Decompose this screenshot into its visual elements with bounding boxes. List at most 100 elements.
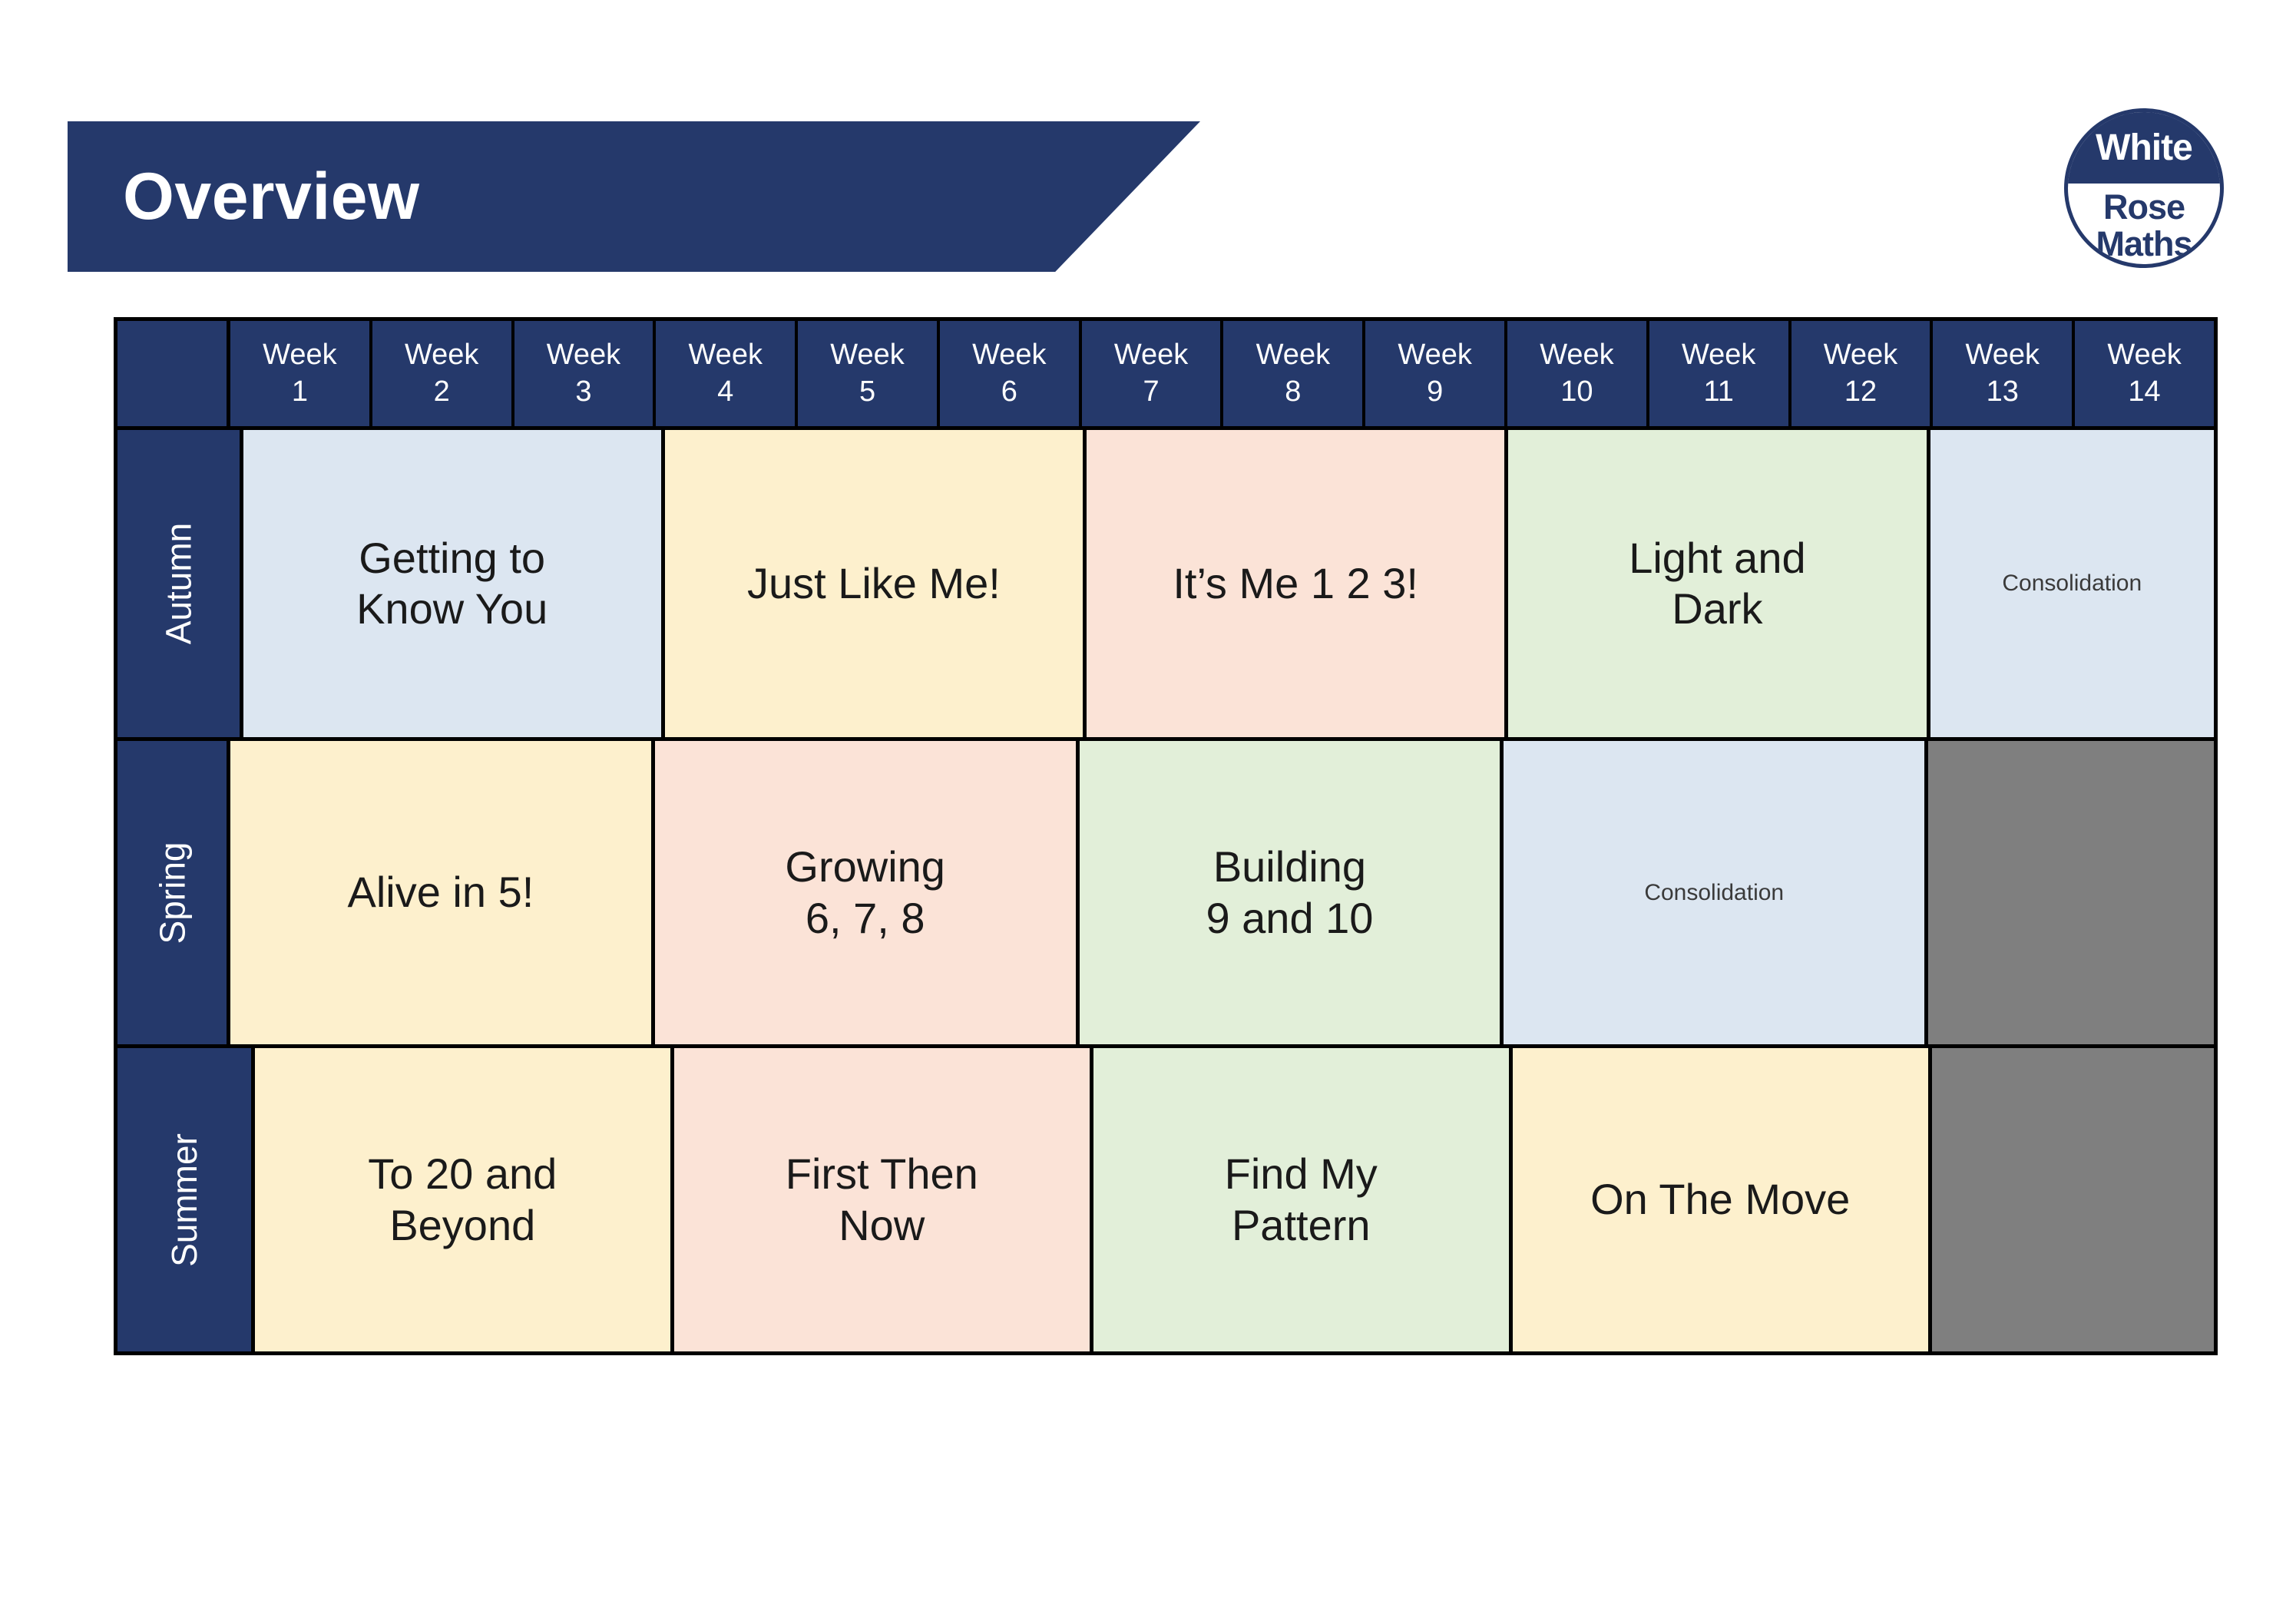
unit-block-line-1: To 20 and — [368, 1149, 557, 1199]
logo-top-half: White — [2068, 112, 2220, 184]
week-header-label: Week — [263, 339, 337, 371]
week-header-number: 8 — [1285, 375, 1302, 408]
week-header-cell-13: Week 13 — [1930, 321, 2073, 426]
header-corner-cell — [117, 321, 227, 426]
week-header-cell-7: Week 7 — [1078, 321, 1221, 426]
unit-block-text: It’s Me 1 2 3! — [1173, 558, 1418, 609]
week-header-label: Week — [972, 339, 1047, 371]
unit-block-line-1: Just Like Me! — [746, 558, 1001, 607]
week-header-number: 4 — [717, 375, 734, 408]
unit-block-alive-in-5[interactable]: Alive in 5! — [227, 741, 651, 1044]
week-header-cell-1: Week 1 — [227, 321, 369, 426]
week-header-number: 11 — [1703, 375, 1734, 408]
unit-block-line-2: Beyond — [389, 1200, 536, 1249]
unit-block-line-2: Now — [839, 1200, 925, 1249]
week-header-label: Week — [688, 339, 763, 371]
unit-block-on-the-move[interactable]: On The Move — [1508, 1048, 1928, 1351]
page-title-banner: Overview — [68, 121, 1200, 272]
week-header-label: Week — [1113, 339, 1189, 371]
week-header-cell-9: Week 9 — [1362, 321, 1505, 426]
week-header-number: 13 — [1986, 375, 2019, 408]
season-label-cell-autumn: Autumn — [117, 430, 240, 737]
week-header-number: 1 — [291, 375, 308, 408]
week-header-number: 14 — [2128, 375, 2161, 408]
week-header-cell-14: Week 14 — [2072, 321, 2214, 426]
logo-line-1: White — [2096, 127, 2193, 168]
unit-block-line-1: On The Move — [1590, 1175, 1851, 1224]
unit-block-consolidation[interactable]: Consolidation — [1500, 741, 1925, 1044]
logo-line-3: Maths — [2096, 223, 2192, 263]
unit-block-line-1: It’s Me 1 2 3! — [1173, 558, 1418, 607]
week-header-number: 6 — [1001, 375, 1017, 408]
week-header-number: 9 — [1427, 375, 1444, 408]
week-header-cell-12: Week 12 — [1788, 321, 1930, 426]
unit-block-consolidation[interactable]: Consolidation — [1926, 430, 2215, 737]
unit-block-line-1: Growing — [785, 842, 945, 891]
unit-block-text: Consolidation — [1644, 879, 1784, 906]
week-header-number: 10 — [1560, 375, 1593, 408]
unit-block-line-1: Alive in 5! — [347, 868, 534, 917]
week-header-number: 12 — [1844, 375, 1877, 408]
unit-block-text: Consolidation — [2002, 570, 2142, 597]
week-header-label: Week — [546, 339, 621, 371]
week-header-number: 7 — [1143, 375, 1160, 408]
unit-block-line-2: Dark — [1672, 584, 1763, 633]
unit-block-line-2: Pattern — [1231, 1200, 1371, 1249]
unit-block-text: On The Move — [1590, 1174, 1850, 1225]
week-header-label: Week — [830, 339, 905, 371]
unit-block-empty — [1924, 741, 2214, 1044]
week-header-label: Week — [1540, 339, 1614, 371]
unit-block-line-1: First Then — [785, 1149, 978, 1199]
week-header-label: Week — [1681, 339, 1756, 371]
week-header-cell-8: Week 8 — [1220, 321, 1363, 426]
week-header-label: Week — [1823, 339, 1898, 371]
unit-block-line-2: 6, 7, 8 — [805, 893, 925, 942]
week-header-label: Week — [1398, 339, 1472, 371]
week-header-cell-6: Week 6 — [936, 321, 1079, 426]
week-header-label: Week — [404, 339, 479, 371]
week-header-label: Week — [2107, 339, 2182, 371]
unit-block-line-1: Consolidation — [1644, 879, 1785, 905]
season-label: Summer — [164, 1133, 204, 1267]
week-header-label: Week — [1256, 339, 1331, 371]
week-header-number: 3 — [575, 375, 592, 408]
unit-block-line-1: Find My — [1224, 1149, 1378, 1199]
unit-block-line-1: Light and — [1629, 533, 1806, 582]
unit-block-just-like-me[interactable]: Just Like Me! — [660, 430, 1083, 737]
unit-block-line-2: Know You — [356, 584, 548, 633]
logo-bottom-half: Rose Maths — [2068, 184, 2220, 264]
week-header-cell-3: Week 3 — [511, 321, 653, 426]
unit-block-text: Alive in 5! — [347, 867, 534, 918]
unit-block-empty — [1927, 1048, 2214, 1351]
unit-block-line-1: Consolidation — [2002, 571, 2142, 597]
white-rose-maths-logo: White Rose Maths — [2064, 108, 2224, 268]
week-header-label: Week — [1965, 339, 2040, 371]
unit-block-line-1: Getting to — [359, 533, 546, 582]
week-header-number: 5 — [859, 375, 876, 408]
unit-block-it-s-me-1-2-3[interactable]: It’s Me 1 2 3! — [1083, 430, 1505, 737]
week-header-cell-4: Week 4 — [653, 321, 796, 426]
week-header-cell-11: Week 11 — [1646, 321, 1788, 426]
logo-line-2: Rose — [2102, 187, 2185, 227]
week-header-cell-5: Week 5 — [795, 321, 937, 426]
